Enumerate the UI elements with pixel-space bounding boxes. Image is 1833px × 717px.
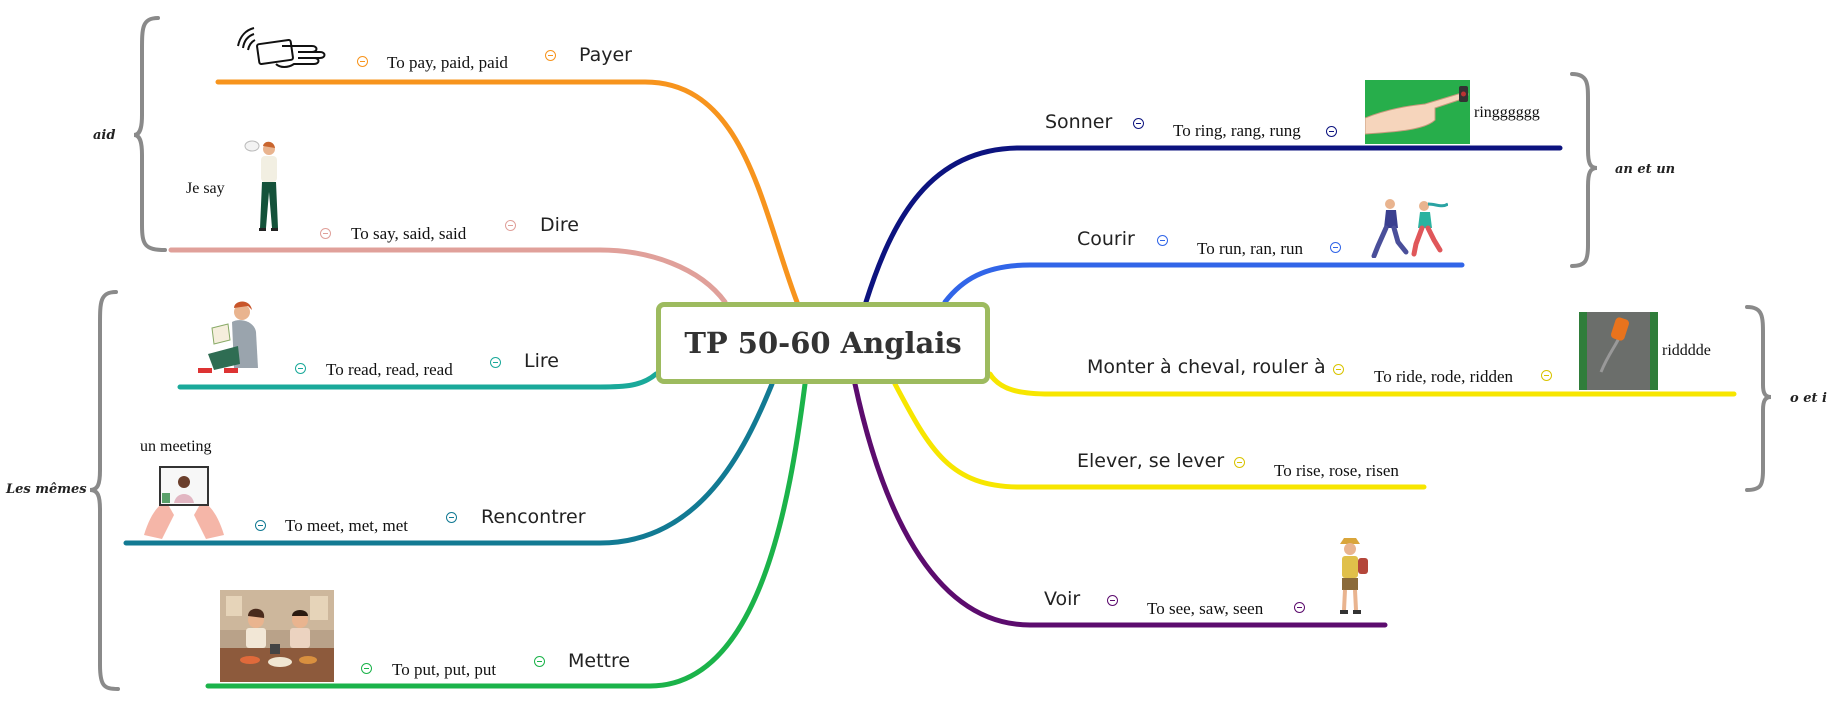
branch-label-monter[interactable]: Monter à cheval, rouler à xyxy=(1087,356,1326,378)
branch-line-sonner xyxy=(863,145,1563,305)
branch-line-rencontrer xyxy=(123,381,775,546)
brace-an-et-un xyxy=(1570,72,1598,268)
branch-sub-voir[interactable]: To see, saw, seen xyxy=(1147,599,1264,618)
branch-note-dire: Je say xyxy=(186,180,225,197)
collapse-toggle-icon[interactable] xyxy=(446,512,457,523)
collapse-toggle-icon[interactable] xyxy=(1326,126,1337,137)
branch-label-rencontrer[interactable]: Rencontrer xyxy=(481,506,586,528)
branch-line-payer xyxy=(215,79,800,305)
collapse-toggle-icon[interactable] xyxy=(490,357,501,368)
branch-line-mettre xyxy=(205,381,808,689)
branch-sub-courir[interactable]: To run, ran, run xyxy=(1197,239,1303,258)
branch-label-dire[interactable]: Dire xyxy=(540,214,579,236)
two-people-running-icon xyxy=(1371,199,1448,258)
branch-sub-elever[interactable]: To rise, rose, risen xyxy=(1274,461,1399,480)
branch-sub-lire[interactable]: To read, read, read xyxy=(326,360,453,379)
brace-les-memes xyxy=(89,290,120,691)
collapse-toggle-icon[interactable] xyxy=(545,50,556,61)
collapse-toggle-icon[interactable] xyxy=(361,663,372,674)
brace-aid xyxy=(133,16,167,252)
branch-sub-mettre[interactable]: To put, put, put xyxy=(392,660,497,679)
branch-sub-payer[interactable]: To pay, paid, paid xyxy=(387,53,508,72)
collapse-toggle-icon[interactable] xyxy=(1107,595,1118,606)
branch-label-elever[interactable]: Elever, se lever xyxy=(1077,450,1225,472)
branch-label-sonner[interactable]: Sonner xyxy=(1045,111,1113,133)
central-topic[interactable]: TP 50-60 Anglais xyxy=(656,302,990,384)
collapse-toggle-icon[interactable] xyxy=(1157,235,1168,246)
person-reading-book-icon xyxy=(198,301,258,373)
collapse-toggle-icon[interactable] xyxy=(1133,118,1144,129)
collapse-toggle-icon[interactable] xyxy=(534,656,545,667)
collapse-toggle-icon[interactable] xyxy=(1541,370,1552,381)
collapse-toggle-icon[interactable] xyxy=(320,228,331,239)
collapse-toggle-icon[interactable] xyxy=(357,56,368,67)
collapse-toggle-icon[interactable] xyxy=(295,363,306,374)
branch-note-rencontrer: un meeting xyxy=(140,438,212,455)
brace-o-et-i xyxy=(1745,305,1772,492)
collapse-toggle-icon[interactable] xyxy=(1333,364,1344,375)
branch-line-monter xyxy=(987,371,1737,397)
woman-speaking-icon xyxy=(244,140,278,231)
branch-line-voir xyxy=(852,381,1388,628)
branch-line-courir xyxy=(942,262,1465,305)
branch-lines xyxy=(123,79,1737,689)
branch-sub-monter[interactable]: To ride, rode, ridden xyxy=(1374,367,1514,386)
contactless-card-payment-icon xyxy=(237,27,326,68)
video-meeting-tablet-icon xyxy=(144,466,224,539)
branch-note-monter: ridddde xyxy=(1662,342,1711,359)
branch-label-voir[interactable]: Voir xyxy=(1044,588,1081,610)
group-braces xyxy=(89,16,1772,691)
branch-label-lire[interactable]: Lire xyxy=(524,350,559,372)
branch-line-lire xyxy=(177,371,659,390)
branch-line-elever xyxy=(892,381,1427,490)
collapse-toggle-icon[interactable] xyxy=(505,220,516,231)
collapse-toggle-icon[interactable] xyxy=(1234,457,1245,468)
hiker-with-camera-icon xyxy=(1340,538,1368,614)
collapse-toggle-icon[interactable] xyxy=(255,520,266,531)
collapse-toggle-icon[interactable] xyxy=(1330,242,1341,253)
branch-sub-dire[interactable]: To say, said, said xyxy=(351,224,467,243)
car-on-road-icon xyxy=(1579,312,1658,390)
group-label-aid[interactable]: aid xyxy=(93,128,116,143)
branch-note-sonner: ringggggg xyxy=(1474,104,1540,121)
branch-sub-rencontrer[interactable]: To meet, met, met xyxy=(285,516,408,535)
group-label-an-et-un[interactable]: an et un xyxy=(1615,162,1676,177)
branch-label-payer[interactable]: Payer xyxy=(579,44,632,66)
branch-line-dire xyxy=(168,247,728,305)
couple-kitchen-table-icon xyxy=(220,590,334,682)
central-topic-title: TP 50-60 Anglais xyxy=(684,326,962,360)
group-label-les-memes[interactable]: Les mêmes xyxy=(6,482,87,497)
branch-label-mettre[interactable]: Mettre xyxy=(568,650,631,672)
group-label-o-et-i[interactable]: o et i xyxy=(1790,391,1827,406)
branch-label-courir[interactable]: Courir xyxy=(1077,228,1135,250)
collapse-toggle-icon[interactable] xyxy=(1294,602,1305,613)
branch-sub-sonner[interactable]: To ring, rang, rung xyxy=(1173,121,1301,140)
finger-doorbell-icon xyxy=(1365,80,1470,144)
